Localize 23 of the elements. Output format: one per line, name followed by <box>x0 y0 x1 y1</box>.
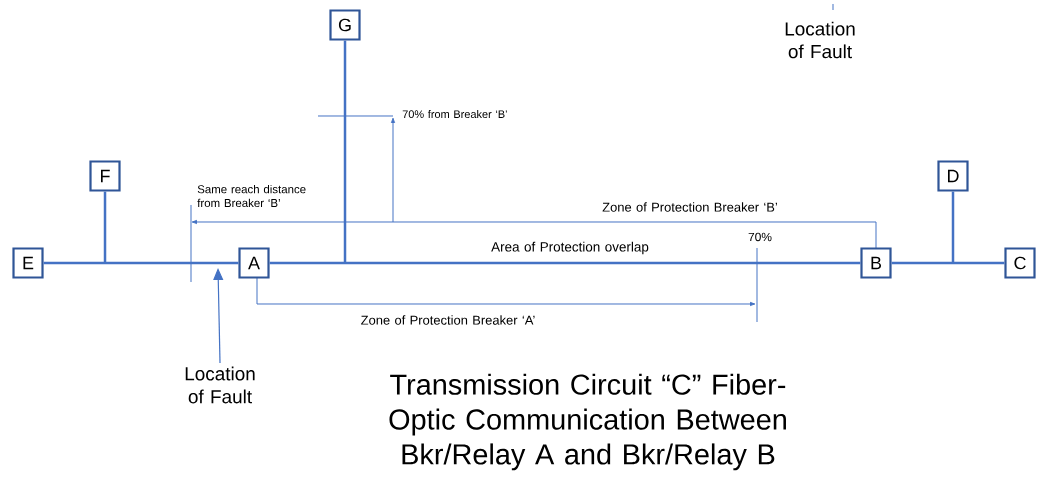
bus-box: G <box>329 9 361 41</box>
bus-box: F <box>89 160 121 192</box>
annotation-text: Same reach distance from Breaker ‘B’ <box>197 184 306 208</box>
annotation-text: Location of Fault <box>785 21 855 59</box>
bus-box: A <box>238 247 270 279</box>
annotation-text: 70% from Breaker ‘B’ <box>402 109 507 118</box>
bus-line <box>951 191 955 262</box>
bus-line <box>103 191 107 262</box>
caption: Transmission Circuit “C” Fiber-Optic Communication Between Bkr/Relay A and Bkr/Relay B <box>389 373 786 471</box>
bus-line <box>891 261 1005 265</box>
bus-line <box>43 261 239 265</box>
bus-box: E <box>12 247 44 279</box>
annotation-text: 70% <box>748 232 772 242</box>
bus-line <box>343 40 347 262</box>
text-label: Location of Fault <box>185 366 255 404</box>
annotation-text: Zone of Protection Breaker ‘A’ <box>361 315 535 325</box>
bus-box: D <box>937 160 969 192</box>
bus-line <box>269 261 861 265</box>
annotation-text: Zone of Protection Breaker ‘B’ <box>602 202 777 212</box>
bus-box: B <box>860 247 892 279</box>
bus-box: C <box>1004 247 1036 279</box>
annotation-text: Area of Protection overlap <box>491 241 649 255</box>
arrow <box>213 268 224 364</box>
